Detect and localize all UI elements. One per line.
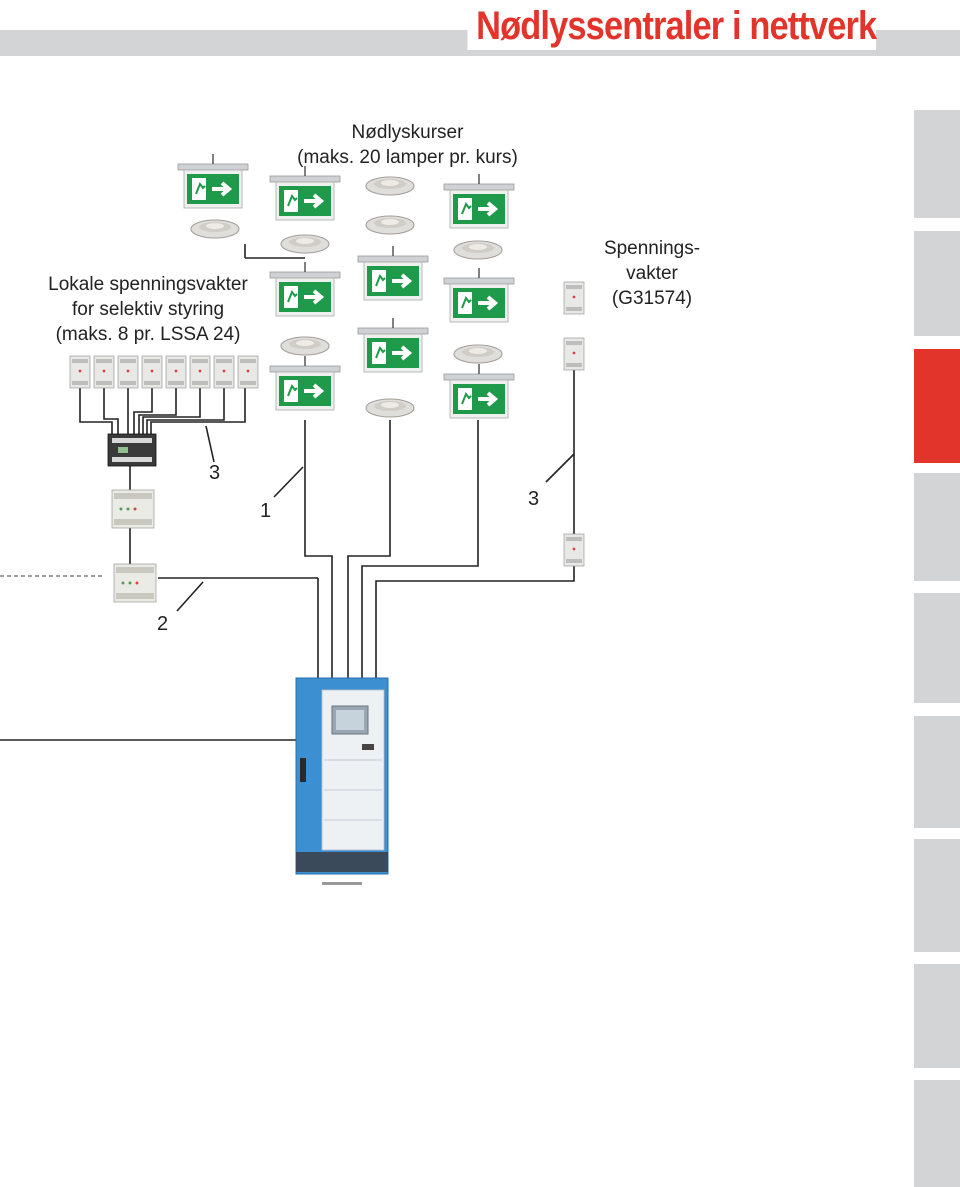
voltage-monitors-title: Spennings- vakter (G31574)	[592, 236, 712, 311]
local-monitors-line1: Lokale spenningsvakter	[48, 274, 248, 295]
side-tab-9[interactable]	[914, 1080, 960, 1187]
central-cabinet	[295, 677, 389, 885]
local-monitors-title: Lokale spenningsvakter for selektiv styr…	[30, 272, 266, 347]
circuits-title-line1: Nødlyskurser	[351, 122, 464, 143]
circuits-title-line2: (maks. 20 lamper pr. kurs)	[297, 147, 518, 168]
callout-3-right: 3	[528, 488, 540, 510]
side-tab-3-active[interactable]	[914, 349, 960, 463]
side-tab-8[interactable]	[914, 964, 960, 1068]
callout-1: 1	[260, 500, 272, 522]
voltage-monitors-line1: Spennings-	[603, 238, 701, 259]
voltage-monitors-line2: vakter	[626, 263, 678, 284]
callout-2: 2	[157, 613, 169, 635]
local-monitors-line2: for selektiv styring	[71, 299, 225, 320]
page-title: Nødlyssentraler i nettverk	[467, 2, 877, 50]
callout-3-left: 3	[209, 462, 221, 484]
circuits-title: Nødlyskurser (maks. 20 lamper pr. kurs)	[280, 120, 535, 170]
side-tab-4[interactable]	[914, 473, 960, 581]
side-tab-7[interactable]	[914, 839, 960, 952]
side-tab-2[interactable]	[914, 231, 960, 336]
local-monitors-line3: (maks. 8 pr. LSSA 24)	[55, 324, 241, 345]
side-tab-6[interactable]	[914, 716, 960, 828]
voltage-monitors-code: (G31574)	[611, 288, 693, 309]
side-tab-5[interactable]	[914, 593, 960, 703]
side-tab-1[interactable]	[914, 110, 960, 218]
